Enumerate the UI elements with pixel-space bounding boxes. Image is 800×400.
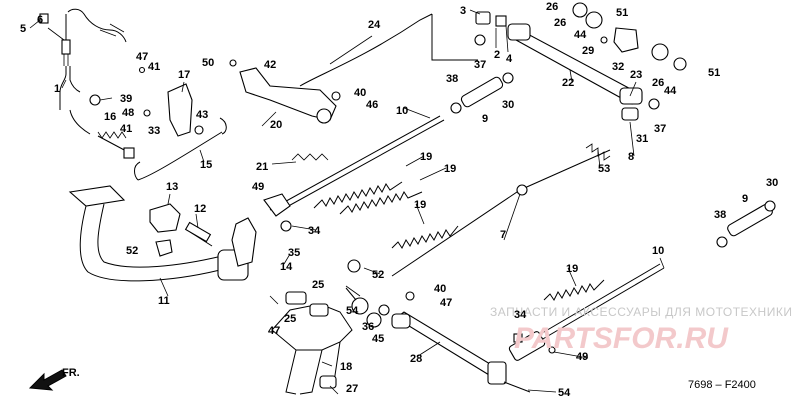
callout-44b: 44 <box>664 85 677 97</box>
watermark-text: ЗАПЧАСТИ И АКСЕССУАРЫ ДЛЯ МОТОТЕХНИКИ <box>490 305 792 319</box>
callout-41b: 41 <box>120 123 132 135</box>
callout-51a: 51 <box>616 7 628 19</box>
brake-shaft <box>345 285 531 393</box>
cable-plate <box>229 13 478 124</box>
diagram-code: 7698 – F2400 <box>688 379 756 391</box>
callout-5: 5 <box>20 23 26 35</box>
callout-36: 36 <box>362 321 374 333</box>
pedal-bracket <box>149 203 257 267</box>
callout-7: 7 <box>500 229 506 241</box>
callout-42: 42 <box>264 59 276 71</box>
callout-40a: 40 <box>354 87 366 99</box>
callout-labels: 1 2 3 4 5 6 7 8 9 9 10 10 11 12 13 14 15… <box>20 1 778 399</box>
callout-46: 46 <box>366 99 378 111</box>
callout-10b: 10 <box>652 245 664 257</box>
callout-25a: 25 <box>312 279 324 291</box>
callout-30a: 30 <box>502 99 514 111</box>
callout-38b: 38 <box>714 209 726 221</box>
bolts <box>345 259 415 301</box>
callout-9b: 9 <box>742 193 748 205</box>
right-rod-assembly <box>508 200 776 361</box>
connecting-rod-10 <box>263 115 445 232</box>
callout-41a: 41 <box>148 61 160 73</box>
callout-27: 27 <box>346 383 358 395</box>
callout-51b: 51 <box>708 67 720 79</box>
callout-13: 13 <box>166 181 178 193</box>
callout-34a: 34 <box>308 225 321 237</box>
callout-37a: 37 <box>474 59 486 71</box>
callout-25b: 25 <box>284 313 296 325</box>
callout-16: 16 <box>104 111 116 123</box>
direction-label: FR. <box>62 367 80 379</box>
callout-18: 18 <box>340 361 352 373</box>
lower-pedal <box>269 291 353 395</box>
rod-7 <box>391 143 611 277</box>
callout-3: 3 <box>460 5 466 17</box>
brake-rod-assembly <box>69 66 227 181</box>
callout-49a: 49 <box>252 181 264 193</box>
throttle-cable <box>39 8 127 110</box>
callout-48: 48 <box>122 107 134 119</box>
callout-34b: 34 <box>514 309 527 321</box>
callout-50: 50 <box>202 57 214 69</box>
callout-19a: 19 <box>420 151 432 163</box>
callout-2: 2 <box>494 49 500 61</box>
callout-52a: 52 <box>126 245 138 257</box>
watermark-logo: PARTSFOR.RU <box>514 322 729 355</box>
springs-center <box>313 181 605 301</box>
callout-54a: 54 <box>346 305 359 317</box>
callout-22: 22 <box>562 77 574 89</box>
callout-47a: 47 <box>136 51 148 63</box>
callout-8: 8 <box>628 151 634 163</box>
callout-45: 45 <box>372 333 384 345</box>
callout-19d: 19 <box>566 263 578 275</box>
callout-44a: 44 <box>574 29 587 41</box>
callout-29: 29 <box>582 45 594 57</box>
callout-11: 11 <box>158 295 170 307</box>
callout-30b: 30 <box>766 177 778 189</box>
callout-26c: 26 <box>652 77 664 89</box>
callout-28: 28 <box>410 353 422 365</box>
callout-32: 32 <box>612 61 624 73</box>
callout-38a: 38 <box>446 73 458 85</box>
callout-21: 21 <box>256 161 268 173</box>
callout-9a: 9 <box>482 113 488 125</box>
callout-23: 23 <box>630 69 642 81</box>
callout-40b: 40 <box>434 283 446 295</box>
brake-pedal-arm <box>68 185 249 282</box>
callout-35: 35 <box>288 247 300 259</box>
callout-47b: 47 <box>268 325 280 337</box>
collar-9 <box>450 72 514 114</box>
callout-39: 39 <box>120 93 132 105</box>
callout-1: 1 <box>54 83 60 95</box>
callout-43: 43 <box>196 109 208 121</box>
callout-10a: 10 <box>396 105 408 117</box>
callout-54b: 54 <box>558 387 571 399</box>
callout-33: 33 <box>148 125 160 137</box>
front-direction-arrow: FR. <box>28 367 80 391</box>
callout-15: 15 <box>200 159 212 171</box>
callout-52b: 52 <box>372 269 384 281</box>
callout-4: 4 <box>506 53 513 65</box>
callout-17: 17 <box>178 69 190 81</box>
leader-lines <box>29 9 665 395</box>
callout-37b: 37 <box>654 123 666 135</box>
callout-14: 14 <box>280 261 293 273</box>
main-shaft-22 <box>474 2 687 121</box>
callout-19b: 19 <box>444 163 456 175</box>
callout-20: 20 <box>270 119 282 131</box>
callout-24: 24 <box>368 19 381 31</box>
callout-12: 12 <box>194 203 206 215</box>
callout-19c: 19 <box>414 199 426 211</box>
callout-47c: 47 <box>440 297 452 309</box>
callout-31: 31 <box>636 133 648 145</box>
callout-26b: 26 <box>554 17 566 29</box>
callout-26a: 26 <box>546 1 558 13</box>
callout-53: 53 <box>598 163 610 175</box>
